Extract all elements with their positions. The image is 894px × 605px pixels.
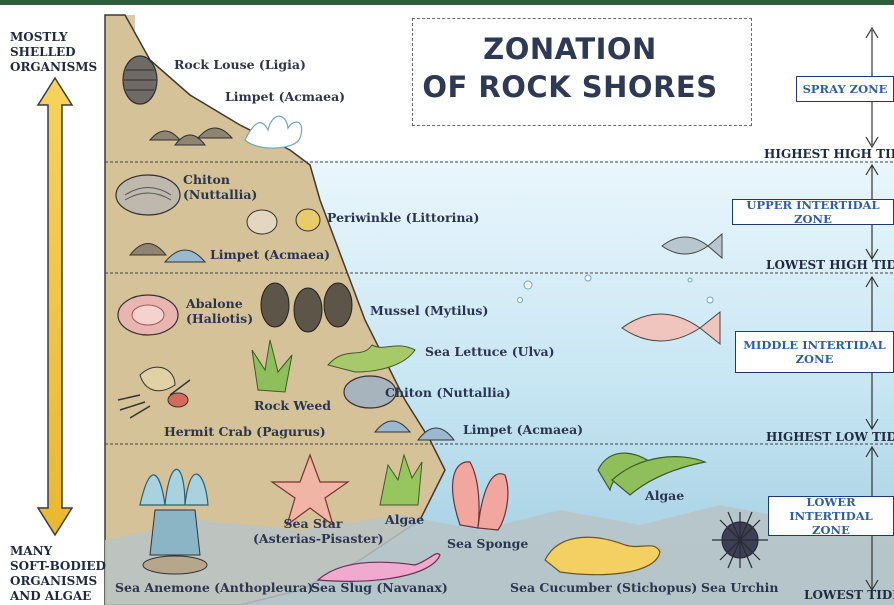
label-sea-star-line: (Asterias-Pisaster) [253,531,373,546]
label-chiton-upper-line: Chiton [183,172,257,187]
label-limpet-spray: Limpet (Acmaea) [225,89,345,104]
abalone-illustration [118,295,178,335]
zone-middle: MIDDLE INTERTIDAL ZONE [735,331,894,373]
side-label-top-line: ORGANISMS [10,60,97,75]
label-rock-weed: Rock Weed [254,398,331,413]
label-chiton-upper-line: (Nuttallia) [183,187,257,202]
title-line-2: OF ROCK SHORES [415,68,725,106]
tide-lowest-high: LOWEST HIGH TIDE [766,258,894,272]
side-label-bottom-line: MANY [10,544,106,559]
label-chiton-upper: Chiton (Nuttallia) [183,172,257,202]
side-label-top: MOSTLY SHELLED ORGANISMS [10,30,97,75]
zone-spray-label: SPRAY ZONE [803,82,888,96]
sea-urchin-illustration [712,512,768,568]
label-sea-lettuce: Sea Lettuce (Ulva) [425,344,555,359]
label-abalone-line: Abalone [186,296,253,311]
label-sea-star-line: Sea Star [253,516,373,531]
label-sea-sponge: Sea Sponge [447,536,528,551]
zone-lower-label-line: LOWER [806,495,855,509]
label-chiton-middle: Chiton (Nuttallia) [385,385,511,400]
rock-louse-illustration [123,56,157,104]
label-hermit-crab: Hermit Crab (Pagurus) [164,424,326,439]
label-algae-right: Algae [645,488,684,503]
label-periwinkle: Periwinkle (Littorina) [327,210,479,225]
gradient-arrow [38,78,72,535]
label-sea-slug: Sea Slug (Navanax) [311,580,448,595]
label-algae-left: Algae [385,512,424,527]
zone-middle-label-line: MIDDLE INTERTIDAL [743,338,885,352]
label-limpet-middle: Limpet (Acmaea) [463,422,583,437]
tide-highest-low: HIGHEST LOW TIDE [766,430,894,444]
label-sea-star: Sea Star (Asterias-Pisaster) [253,516,373,546]
zone-upper-label: UPPER INTERTIDAL ZONE [733,198,893,226]
chiton-upper-illustration [116,175,180,215]
side-label-bottom-line: AND ALGAE [10,589,106,604]
label-abalone-line: (Haliotis) [186,311,253,326]
top-border [0,0,894,5]
label-rock-louse: Rock Louse (Ligia) [174,57,306,72]
zone-middle-label-line: ZONE [796,352,834,366]
label-sea-anemone: Sea Anemone (Anthopleura) [115,580,313,595]
side-label-top-line: SHELLED [10,45,97,60]
side-label-bottom: MANY SOFT-BODIED ORGANISMS AND ALGAE [10,544,106,604]
label-abalone: Abalone (Haliotis) [186,296,253,326]
mussel-illustration [261,283,352,332]
side-label-bottom-line: SOFT-BODIED [10,559,106,574]
label-limpet-upper: Limpet (Acmaea) [210,247,330,262]
tide-lowest: LOWEST TIDE [804,588,894,602]
wave-splash [245,116,302,148]
zone-lower-label-line: INTERTIDAL ZONE [769,509,893,537]
label-mussel: Mussel (Mytilus) [370,303,488,318]
title-line-1: ZONATION [415,30,725,68]
tide-highest-high: HIGHEST HIGH TIDE [764,147,894,161]
side-label-bottom-line: ORGANISMS [10,574,106,589]
diagram-title: ZONATION OF ROCK SHORES [415,30,725,106]
zone-spray: SPRAY ZONE [796,76,894,102]
label-sea-cucumber: Sea Cucumber (Stichopus) [510,580,697,595]
label-sea-urchin: Sea Urchin [701,580,778,595]
side-label-top-line: MOSTLY [10,30,97,45]
zone-upper: UPPER INTERTIDAL ZONE [732,199,894,225]
zone-lower: LOWER INTERTIDAL ZONE [768,496,894,536]
